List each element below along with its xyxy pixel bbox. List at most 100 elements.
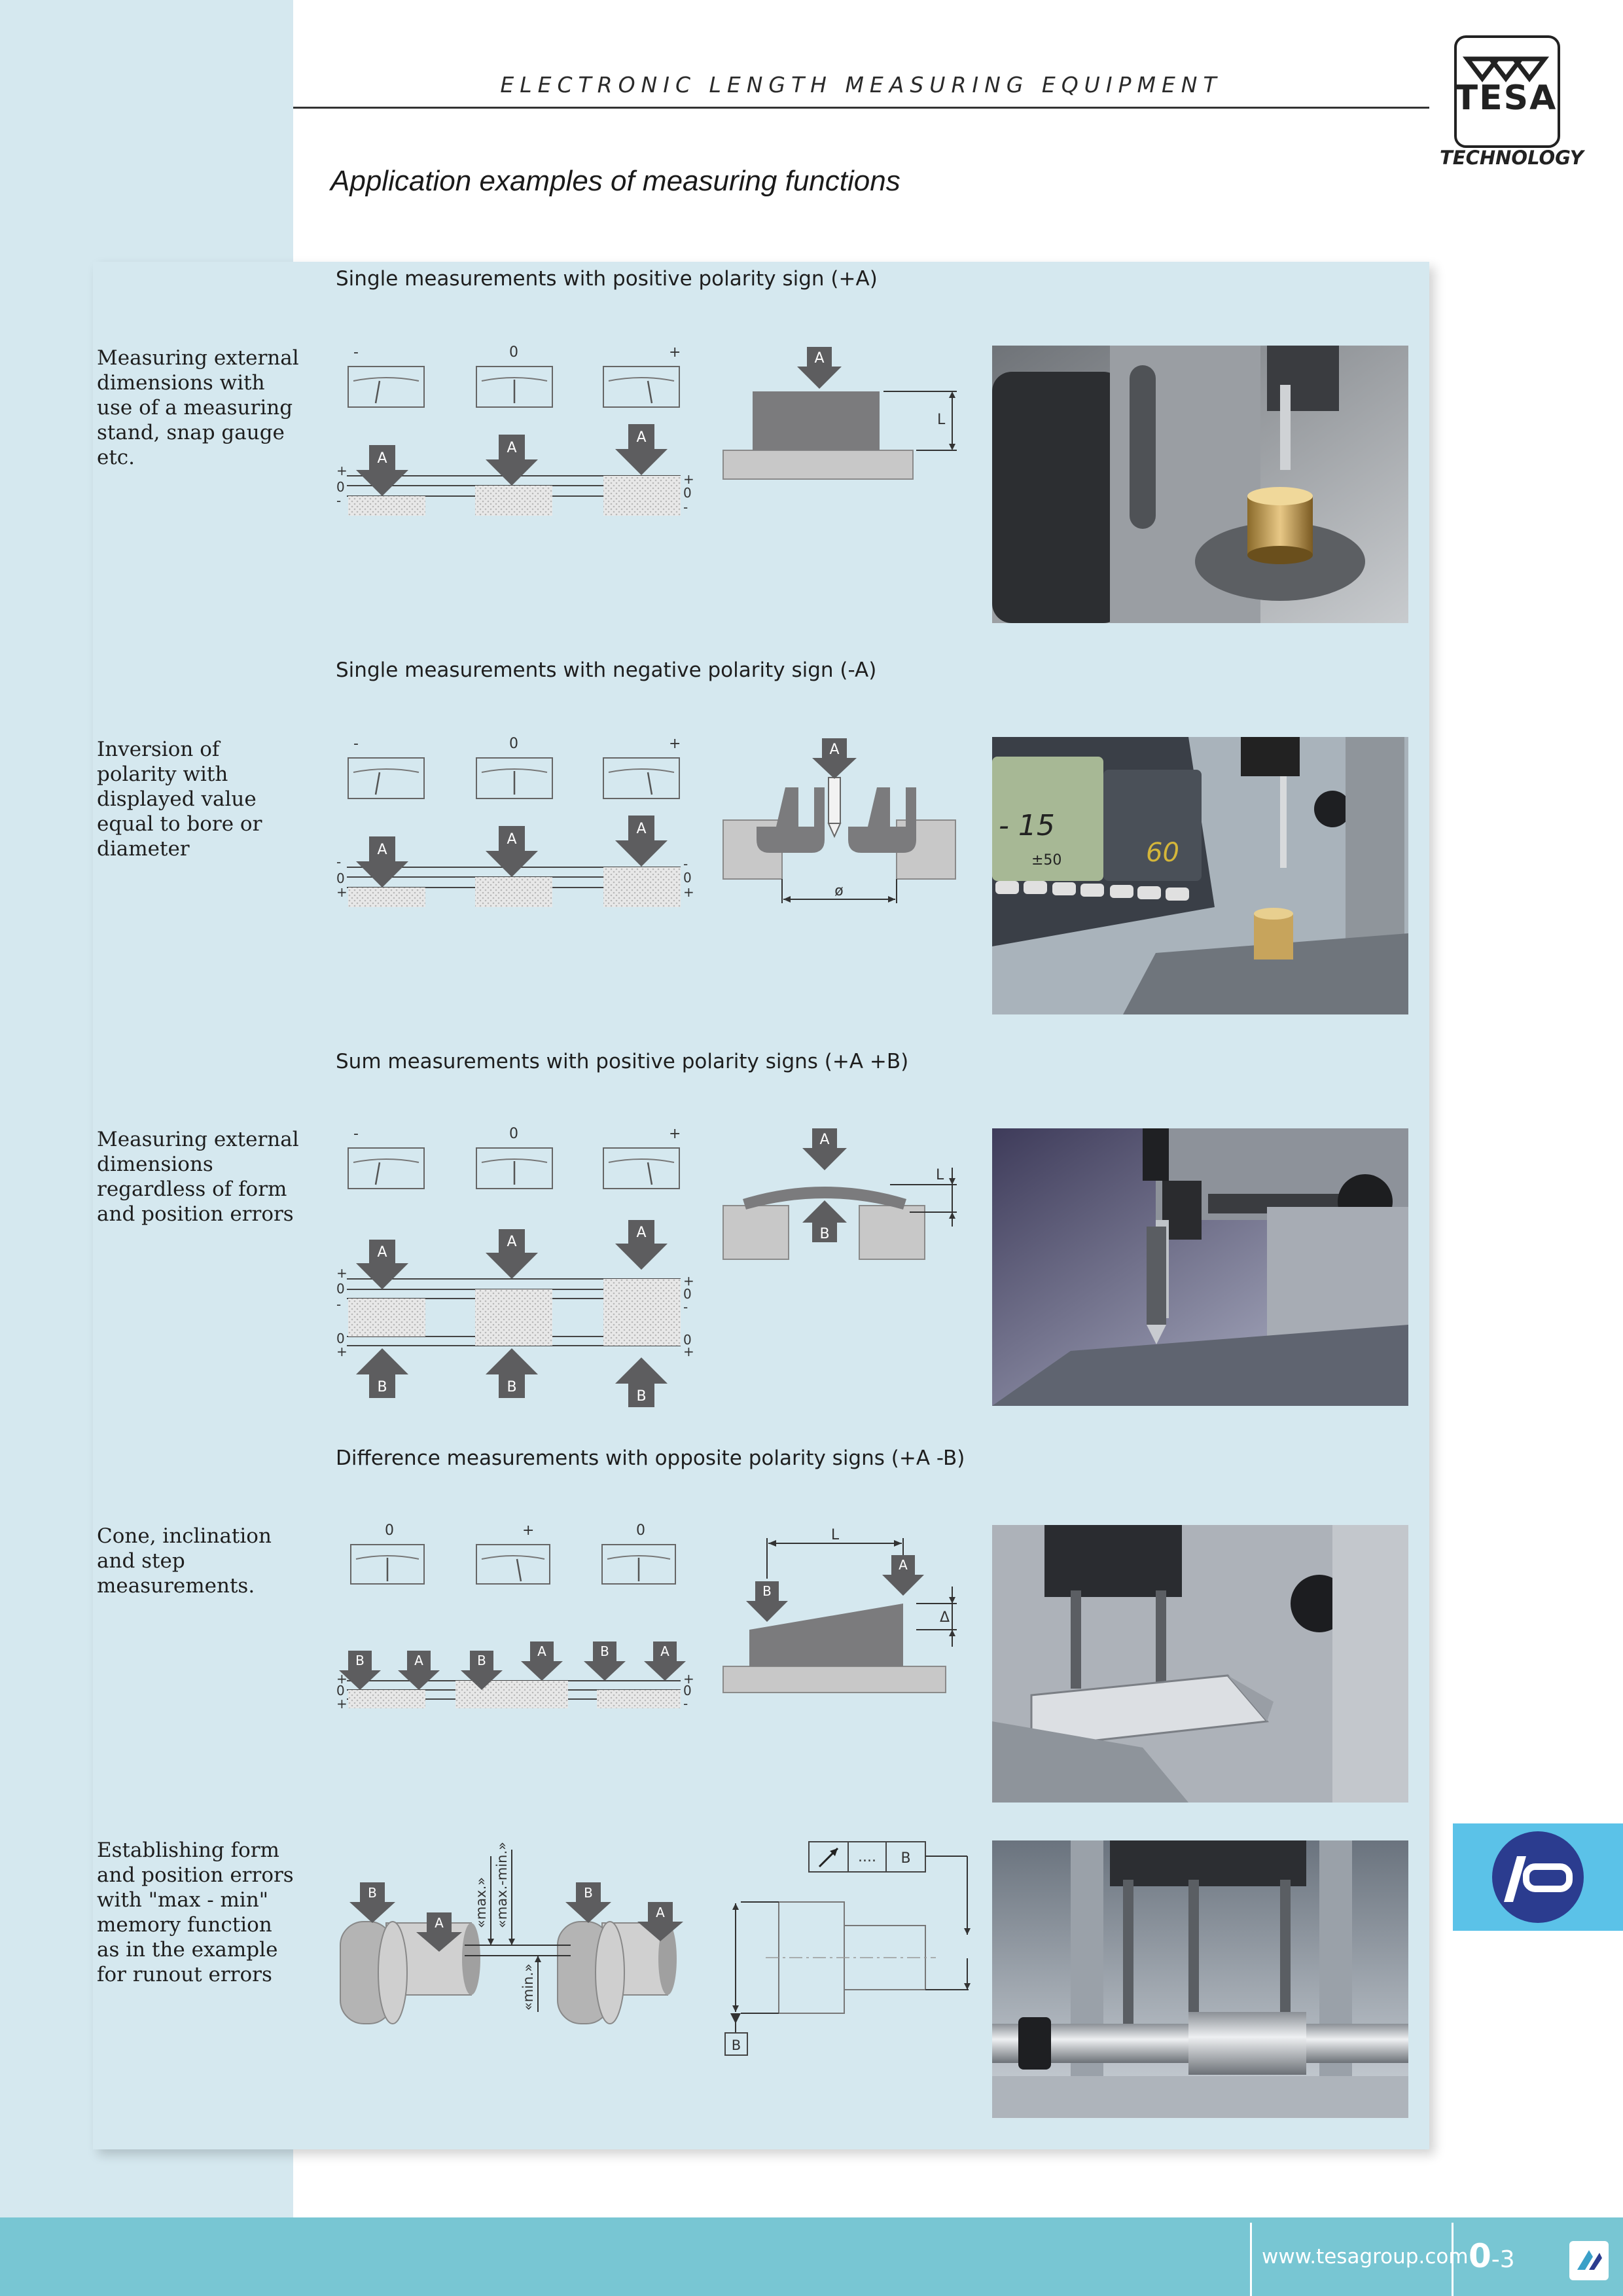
svg-text:A: A (414, 1653, 423, 1668)
svg-text:-: - (683, 499, 688, 515)
bore-diagram: A ø (722, 738, 956, 903)
svg-text:A: A (377, 1244, 387, 1261)
svg-text:+: + (336, 1696, 348, 1712)
svg-text:«max.-min.»: «max.-min.» (494, 1842, 510, 1928)
svg-text:0: 0 (509, 1126, 518, 1142)
header-title: ELECTRONIC LENGTH MEASURING EQUIPMENT (500, 72, 1222, 98)
arrow-b-3: B (615, 1357, 668, 1407)
arrow-b-2: B (565, 1882, 611, 1923)
svg-text:0: 0 (509, 736, 518, 752)
svg-text:B: B (507, 1379, 516, 1395)
svg-text:«max.»: «max.» (473, 1877, 489, 1928)
svg-text:A: A (899, 1557, 908, 1573)
part-block-2 (455, 1681, 568, 1708)
arrow-a-1: A (416, 1912, 462, 1952)
dial-zero-left: 0 (350, 1522, 425, 1585)
arrow-a-2: A (521, 1641, 563, 1681)
part-block-1 (348, 1299, 425, 1336)
sum-diagram: A B L (722, 1128, 957, 1260)
svg-text:-: - (353, 1126, 359, 1142)
section-4-diagram: 0 + 0 + 0 + + 0 - B A B A B A L B A Δ (336, 1522, 957, 1712)
section-4-title: Difference measurements with opposite po… (336, 1446, 965, 1470)
svg-text:-: - (683, 856, 688, 872)
svg-text:A: A (660, 1643, 669, 1659)
svg-text:B: B (355, 1653, 365, 1668)
part-block-1 (348, 1690, 425, 1708)
svg-text:0: 0 (336, 479, 345, 495)
svg-text:A: A (814, 350, 824, 367)
dial-minus: - (348, 736, 425, 799)
svg-text:+: + (669, 736, 681, 752)
arrow-a-1: A (398, 1651, 440, 1690)
section-3-description: Measuring external dimensions regardless… (97, 1128, 299, 1226)
svg-text:B: B (732, 2037, 741, 2053)
arrow-a-2: A (637, 1902, 683, 1941)
svg-text:+: + (669, 344, 681, 361)
svg-text:+: + (336, 463, 348, 478)
dial-zero: 0 (476, 736, 553, 799)
arrow-a-3: A (615, 1220, 668, 1270)
svg-text:B: B (600, 1643, 609, 1659)
footer-url[interactable]: www.tesagroup.com (1262, 2245, 1469, 2269)
svg-text:L: L (937, 412, 946, 428)
svg-text:B: B (762, 1583, 772, 1599)
svg-text:A: A (537, 1643, 546, 1659)
svg-text:+: + (336, 1344, 348, 1359)
section-3-diagram: - 0 + + 0 - 0 + + 0 - 0 + A A A B B B A … (336, 1126, 957, 1407)
dial-plus: + (603, 736, 681, 799)
page-minor: -3 (1491, 2246, 1515, 2273)
dial-minus: - (348, 344, 425, 408)
part-block-3 (597, 1690, 681, 1708)
page-major: 0 (1469, 2237, 1491, 2275)
svg-text:ø: ø (834, 883, 843, 899)
arrow-a-1: A (356, 836, 408, 888)
svg-text:«min.»: «min.» (520, 1964, 536, 2011)
arrow-a-2: A (486, 435, 538, 486)
section-2-description: Inversion of polarity with displayed val… (97, 738, 262, 861)
svg-text:B: B (584, 1885, 593, 1901)
svg-text:-: - (683, 1696, 688, 1712)
arrow-b-3: B (584, 1641, 626, 1681)
display-buttons (995, 881, 1189, 901)
section-side-tab[interactable] (1453, 1823, 1623, 1931)
part-block-2 (475, 877, 552, 907)
svg-text:+: + (522, 1522, 534, 1539)
footer-bar (0, 2217, 1623, 2296)
display-tolerance: ±50 (1031, 852, 1061, 869)
arrow-b-1: B (339, 1651, 381, 1690)
shaft-part-1 (340, 1921, 480, 2024)
part-length-diagram: A L (722, 347, 957, 480)
part-block-3 (603, 867, 681, 907)
arrow-b-1: B (349, 1882, 395, 1923)
probe-closeup-photo (992, 1128, 1408, 1406)
digital-display-photo: - 15 ±50 60 (992, 737, 1408, 1014)
logo-text: TESA (1454, 79, 1558, 118)
dial-plus: + (603, 1126, 681, 1189)
svg-text:0: 0 (636, 1522, 645, 1539)
svg-text:0: 0 (336, 1683, 345, 1698)
tesa-logo: TESA (1452, 35, 1560, 148)
svg-text:....: .... (858, 1849, 876, 1865)
header-rule (293, 107, 1429, 109)
section-2-diagram: - 0 + - 0 + - 0 + A A A A ø (336, 736, 956, 907)
measuring-stand-photo (992, 346, 1408, 623)
runout-measurement-photo (992, 1840, 1408, 2118)
svg-text:L: L (936, 1167, 944, 1183)
svg-text:A: A (636, 429, 646, 446)
svg-text:-: - (353, 344, 359, 361)
arrow-b-1: B (356, 1348, 408, 1398)
section-1-description: Measuring external dimensions with use o… (97, 346, 299, 469)
svg-text:0: 0 (385, 1522, 394, 1539)
svg-text:0: 0 (683, 485, 692, 501)
svg-text:A: A (819, 1132, 829, 1148)
svg-text:A: A (636, 821, 646, 837)
logo-subtext: TECHNOLOGY (1440, 147, 1584, 169)
svg-text:B: B (368, 1885, 377, 1901)
display-reading: - 15 (999, 809, 1055, 842)
svg-text:-: - (336, 1297, 341, 1312)
dial-zero-right: 0 (601, 1522, 676, 1585)
part-block-3 (603, 1279, 681, 1346)
svg-text:A: A (507, 440, 516, 456)
svg-text:A: A (377, 450, 387, 467)
svg-text:L: L (831, 1527, 840, 1543)
